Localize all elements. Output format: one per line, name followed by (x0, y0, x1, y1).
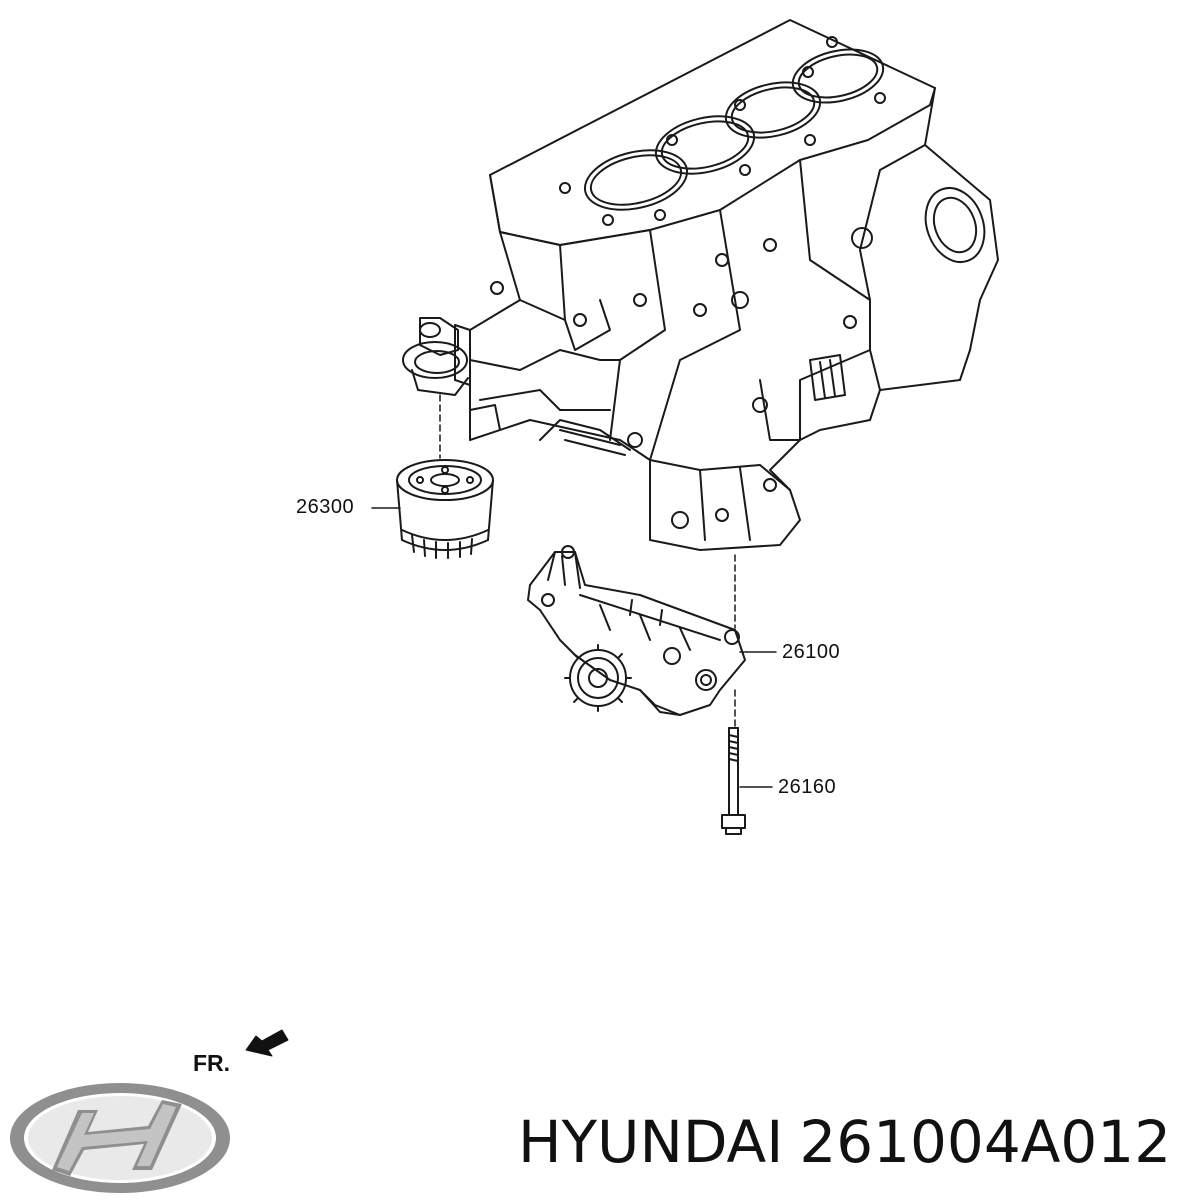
part-label-bolt: 26160 (778, 776, 837, 798)
leader-lines (371, 394, 777, 788)
part-number: 261004A012 (799, 1108, 1172, 1176)
part-label-oil-pump: 26100 (782, 641, 841, 663)
part-label-oil-filter: 26300 (296, 496, 355, 518)
oil-pump (527, 545, 746, 716)
front-direction-label: FR. (193, 1050, 231, 1076)
brand-name: HYUNDAI (518, 1108, 784, 1176)
hyundai-logo-icon (10, 1083, 230, 1193)
pump-bolt (721, 727, 746, 835)
engine-block (454, 19, 999, 551)
front-arrow-icon (245, 1029, 289, 1057)
filter-mount (402, 317, 469, 396)
oil-filter (396, 459, 494, 559)
